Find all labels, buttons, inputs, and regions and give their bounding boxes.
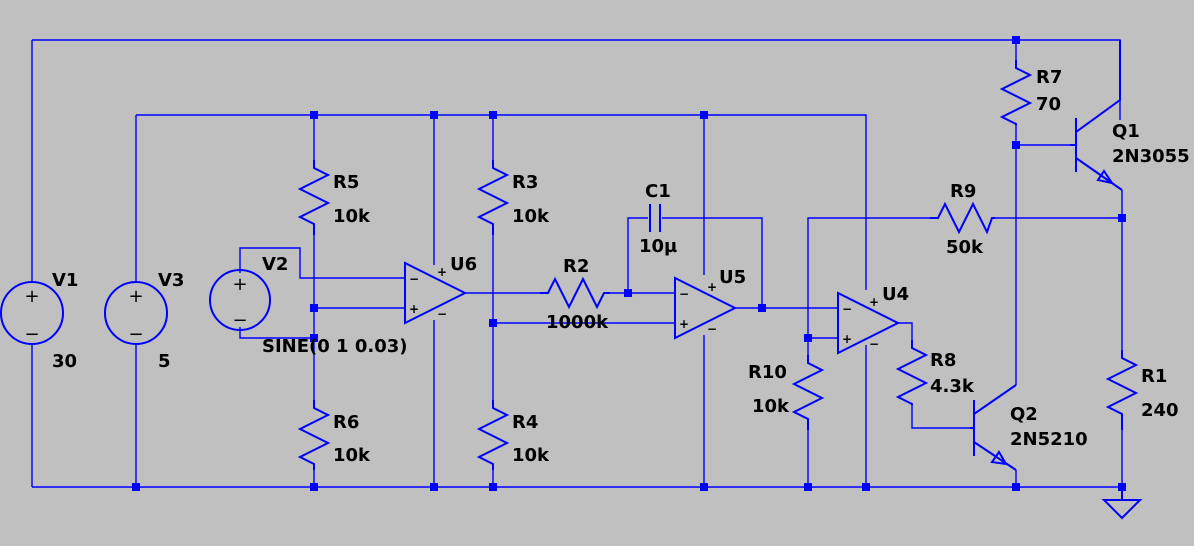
r4-ref: R4 bbox=[512, 412, 538, 433]
r8-value: 4.3k bbox=[930, 376, 975, 397]
r1-value: 240 bbox=[1141, 400, 1179, 421]
r10-value: 10k bbox=[752, 396, 790, 417]
plus-sign: + bbox=[128, 286, 143, 307]
c1-value: 10µ bbox=[639, 236, 677, 257]
minus-sign: − bbox=[232, 310, 247, 331]
r10-ref: R10 bbox=[748, 362, 787, 383]
noninverting-input-sign: + bbox=[409, 302, 419, 316]
capacitor-c1[interactable] bbox=[649, 204, 661, 232]
resistor-r9[interactable] bbox=[930, 201, 995, 235]
opamp-u4[interactable]: − + + − bbox=[837, 291, 901, 355]
voltage-source-v3[interactable]: + − bbox=[104, 281, 168, 345]
resistor-r3[interactable] bbox=[476, 160, 510, 235]
resistor-r8[interactable] bbox=[895, 340, 929, 405]
supply-minus-sign: − bbox=[437, 307, 447, 321]
resistor-r10[interactable] bbox=[791, 355, 825, 430]
resistor-r4[interactable] bbox=[476, 400, 510, 470]
transistor-q2[interactable] bbox=[970, 384, 1017, 471]
q1-ref: Q1 bbox=[1112, 121, 1140, 142]
inverting-input-sign: − bbox=[679, 287, 689, 301]
v2-value: SINE(0 1 0.03) bbox=[262, 336, 407, 357]
voltage-source-v1[interactable]: + − bbox=[0, 281, 64, 345]
q2-ref: Q2 bbox=[1010, 404, 1038, 425]
inverting-input-sign: − bbox=[842, 302, 852, 316]
noninverting-input-sign: + bbox=[679, 317, 689, 331]
resistor-r5[interactable] bbox=[297, 160, 331, 235]
v3-ref: V3 bbox=[158, 270, 184, 291]
r3-value: 10k bbox=[512, 206, 550, 227]
v1-ref: V1 bbox=[52, 270, 78, 291]
voltage-source-v2[interactable]: + − bbox=[209, 269, 271, 331]
r6-value: 10k bbox=[333, 445, 371, 466]
c1-ref: C1 bbox=[645, 181, 671, 202]
r6-ref: R6 bbox=[333, 412, 359, 433]
r8-ref: R8 bbox=[930, 350, 956, 371]
junction-dots bbox=[132, 36, 1126, 491]
r4-value: 10k bbox=[512, 445, 550, 466]
v3-value: 5 bbox=[158, 351, 171, 372]
supply-plus-sign: + bbox=[707, 280, 717, 294]
v1-value: 30 bbox=[52, 351, 77, 372]
component-labels: V1 30 V3 5 V2 SINE(0 1 0.03) R5 10k R6 1… bbox=[52, 67, 1190, 466]
v2-ref: V2 bbox=[262, 254, 288, 275]
noninverting-input-sign: + bbox=[842, 332, 852, 346]
resistor-r7[interactable] bbox=[999, 60, 1033, 125]
r5-ref: R5 bbox=[333, 172, 359, 193]
opamp-u5[interactable]: − + + − bbox=[674, 276, 738, 340]
wires bbox=[31, 39, 1123, 488]
r7-ref: R7 bbox=[1036, 67, 1062, 88]
ground-symbol bbox=[1101, 487, 1143, 520]
q1-value: 2N3055 bbox=[1112, 146, 1190, 167]
opamp-u6[interactable]: − + + − bbox=[404, 261, 468, 325]
supply-plus-sign: + bbox=[869, 295, 879, 309]
plus-sign: + bbox=[232, 274, 247, 295]
r3-ref: R3 bbox=[512, 172, 538, 193]
supply-plus-sign: + bbox=[437, 265, 447, 279]
r2-value: 1000k bbox=[546, 312, 609, 333]
minus-sign: − bbox=[24, 324, 39, 345]
plus-sign: + bbox=[24, 286, 39, 307]
r9-value: 50k bbox=[946, 237, 984, 258]
q2-value: 2N5210 bbox=[1010, 429, 1088, 450]
r5-value: 10k bbox=[333, 206, 371, 227]
supply-minus-sign: − bbox=[707, 322, 717, 336]
u5-ref: U5 bbox=[719, 267, 746, 288]
u4-ref: U4 bbox=[882, 284, 909, 305]
r9-ref: R9 bbox=[950, 181, 976, 202]
minus-sign: − bbox=[128, 324, 143, 345]
r1-ref: R1 bbox=[1141, 366, 1167, 387]
r7-value: 70 bbox=[1036, 94, 1061, 115]
transistor-q1[interactable] bbox=[1070, 40, 1123, 191]
resistor-r6[interactable] bbox=[297, 400, 331, 470]
inverting-input-sign: − bbox=[409, 272, 419, 286]
r2-ref: R2 bbox=[563, 256, 589, 277]
resistor-r1[interactable] bbox=[1105, 350, 1139, 430]
supply-minus-sign: − bbox=[869, 337, 879, 351]
u6-ref: U6 bbox=[450, 254, 477, 275]
resistor-r2[interactable] bbox=[540, 276, 610, 310]
